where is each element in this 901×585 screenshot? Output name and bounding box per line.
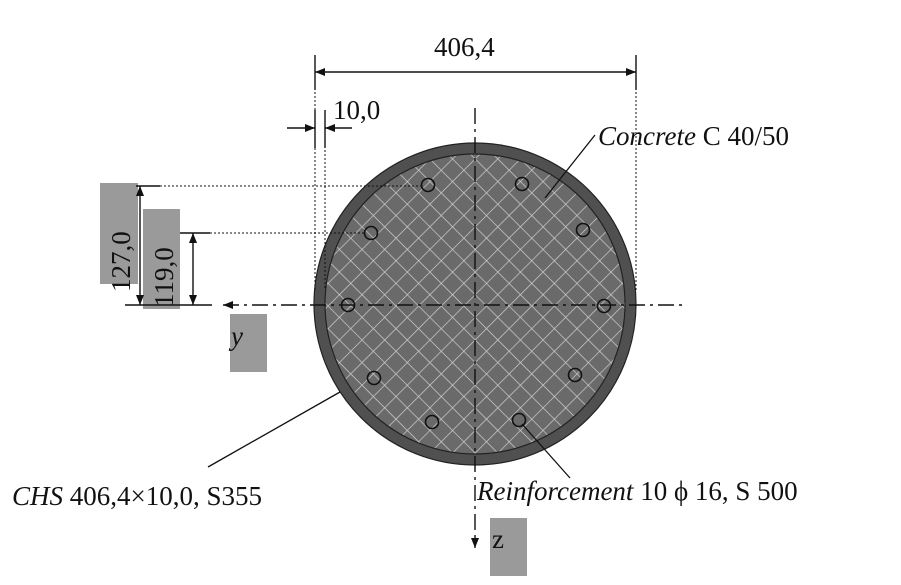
rebar (363, 225, 379, 241)
leader-chs (207, 391, 341, 468)
rebar (366, 370, 382, 386)
rebar (514, 176, 530, 192)
label-box-119 (143, 209, 180, 309)
dimension-127-label: 127,0 (106, 231, 136, 292)
chs-callout: CHS 406,4×10,0, S355 (12, 481, 262, 511)
leader-reinforcement (521, 423, 571, 479)
label-box-127 (100, 183, 138, 284)
rebar (424, 414, 440, 430)
rebar (340, 297, 356, 313)
dimension-119-label: 119,0 (149, 247, 179, 307)
rebar (511, 412, 527, 428)
reinforcement-callout: Reinforcement 10 ϕ 16, S 500 (476, 476, 798, 506)
concrete-callout: Concrete C 40/50 (598, 121, 789, 151)
leader-concrete (544, 134, 596, 199)
dimension-wall-label: 10,0 (333, 95, 380, 125)
rebar (575, 222, 591, 238)
dimension-width-label: 406,4 (434, 32, 495, 62)
axis-z-label: z (492, 524, 504, 554)
axis-y-label: y (228, 321, 243, 351)
label-box-y (230, 314, 267, 372)
rebars (340, 176, 612, 430)
rebar (567, 367, 583, 383)
rebar (420, 177, 436, 193)
label-box-z (490, 518, 527, 576)
rebar (596, 298, 612, 314)
